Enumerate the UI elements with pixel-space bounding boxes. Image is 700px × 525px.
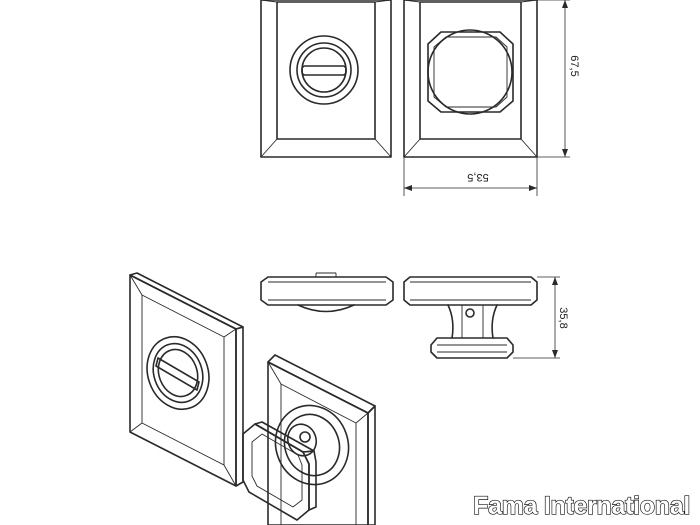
watermark-brand-text: Fama International — [472, 491, 690, 520]
isometric-slot-escutcheon — [129, 272, 244, 487]
front-view-slot-escutcheon — [260, 0, 392, 158]
side-view-slot-rose — [260, 272, 394, 313]
width-dimension-label: 53,5 — [467, 171, 488, 183]
depth-dimension: 35,8 — [513, 276, 569, 359]
height-dimension: 67,5 — [537, 0, 580, 158]
width-dimension: 53,5 — [403, 157, 538, 196]
depth-dimension-label: 35,8 — [557, 307, 569, 328]
isometric-knob-escutcheon — [242, 354, 376, 525]
height-dimension-label: 67,5 — [568, 55, 580, 76]
back-view-knob-escutcheon — [403, 0, 538, 158]
side-view-knob-rose — [403, 276, 538, 359]
